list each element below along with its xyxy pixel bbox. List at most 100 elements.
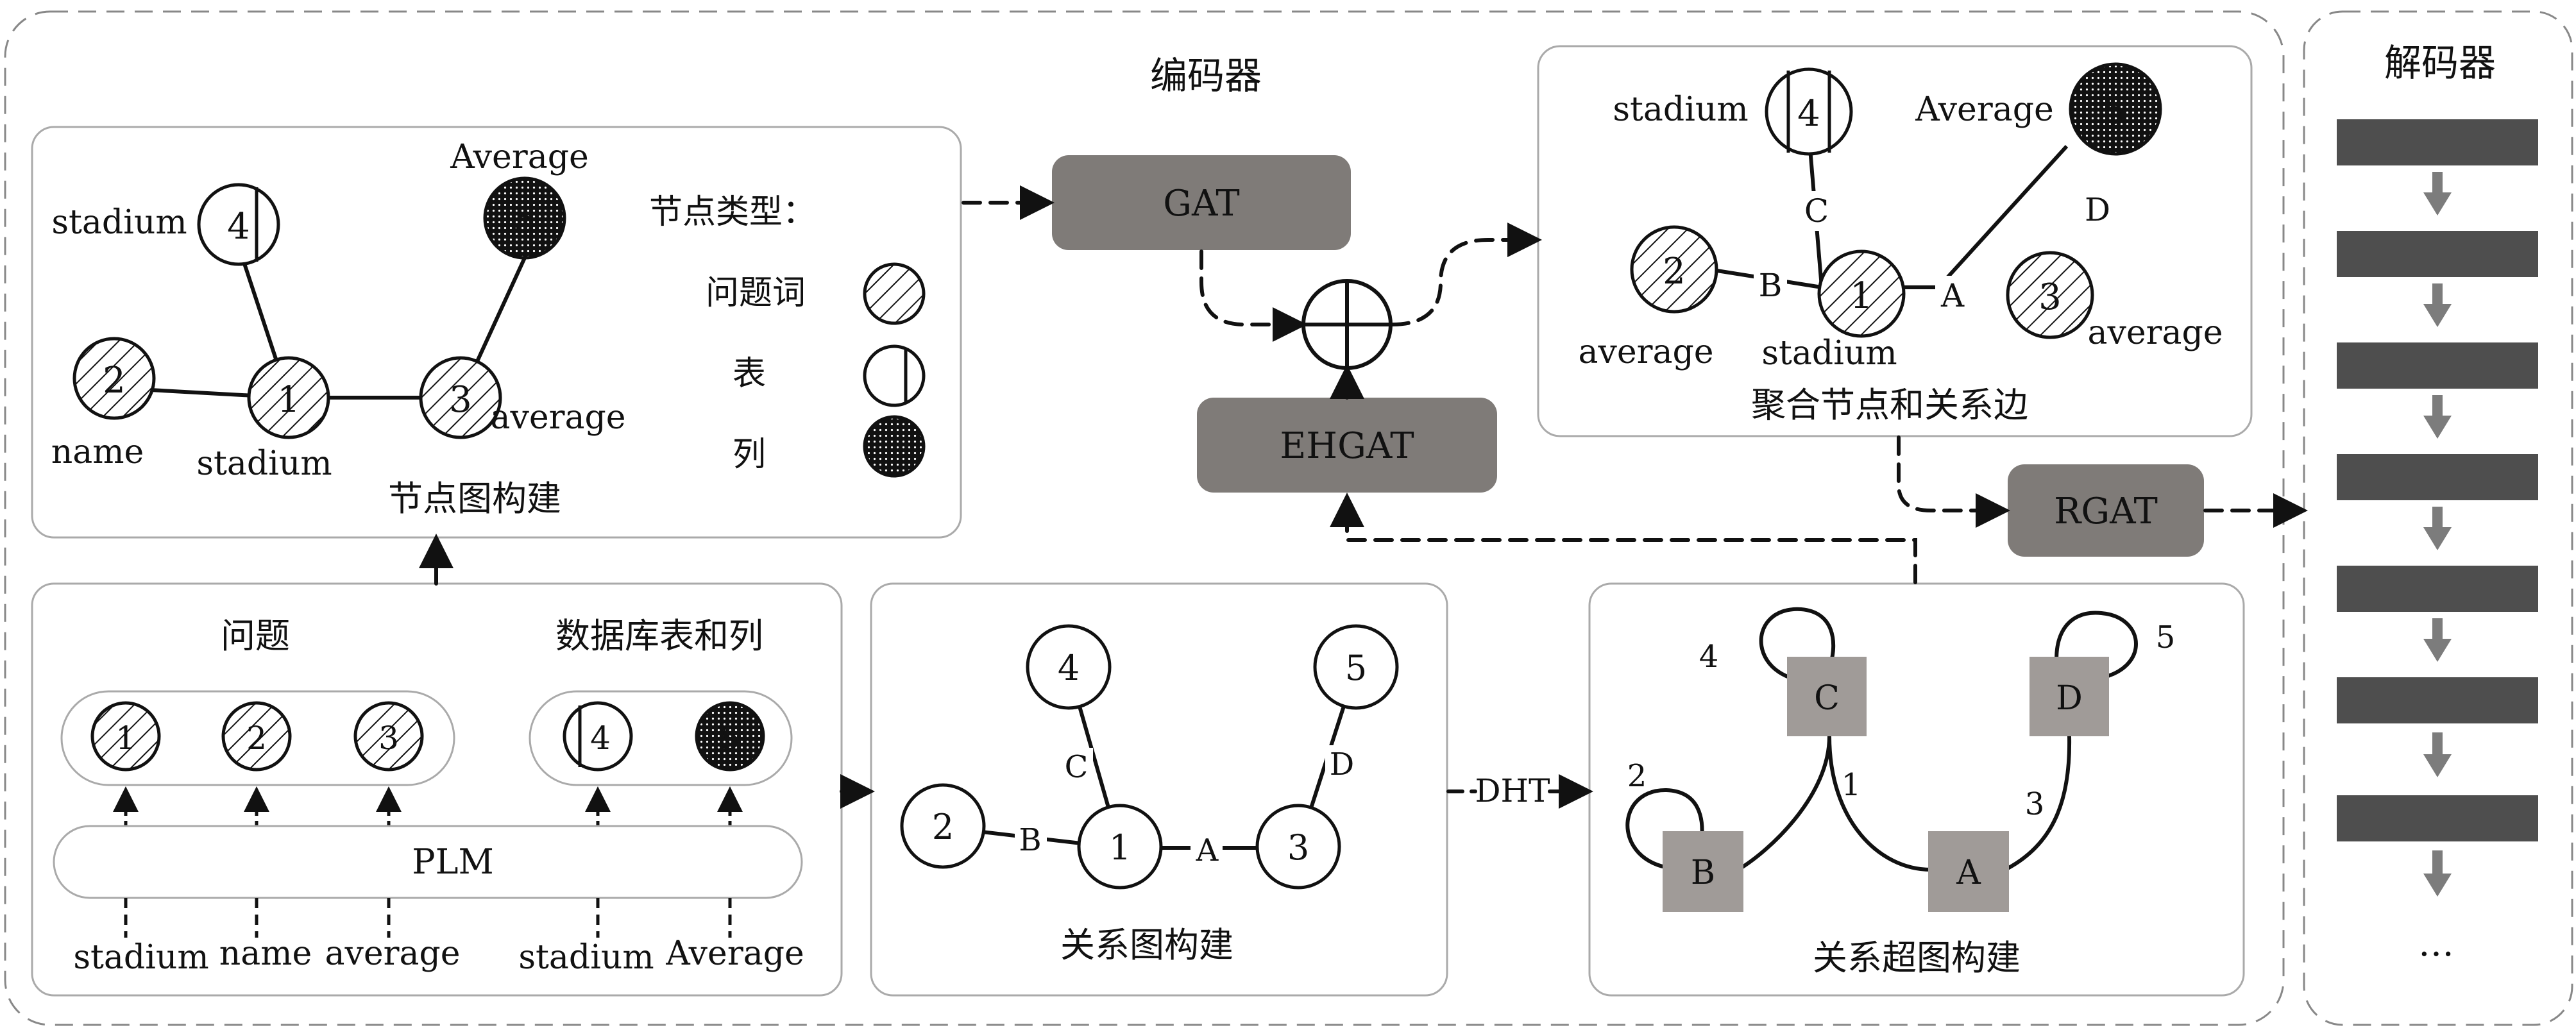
svg-text:D: D xyxy=(2056,679,2083,718)
agg-node-1: 1 xyxy=(1817,249,1906,338)
svg-text:A: A xyxy=(1956,854,1981,892)
svg-text:2: 2 xyxy=(932,807,954,847)
hyper-number-1: 1 xyxy=(1842,767,1861,803)
svg-text:1: 1 xyxy=(1850,275,1873,317)
relation-graph-panel: 1 2 3 4 5 B A C D 关系图构建 xyxy=(870,582,1448,997)
node-graph-node-3: 3 xyxy=(419,356,502,439)
svg-text:1: 1 xyxy=(1109,827,1131,868)
agg-edge-d: D xyxy=(2085,191,2110,228)
hyper-number-2: 2 xyxy=(1627,758,1647,794)
input-q-node-3: 3 xyxy=(353,701,424,772)
relation-edge-d: D xyxy=(1330,747,1354,782)
relation-edge-c: C xyxy=(1065,749,1089,785)
hyper-box-c: C xyxy=(1787,657,1867,736)
agg-edge-b: B xyxy=(1759,267,1783,304)
svg-text:3: 3 xyxy=(2038,276,2062,318)
hyper-box-a: A xyxy=(1928,831,2009,912)
agg-label-3: average xyxy=(2087,314,2223,352)
relation-node-2: 2 xyxy=(900,783,986,869)
relation-edge-a: A xyxy=(1196,832,1219,868)
down-arrow-icon xyxy=(2423,850,2452,897)
token-1: stadium xyxy=(73,938,208,977)
node-graph-panel: 1 2 3 4 5 stadium name average stadium A… xyxy=(31,126,962,539)
svg-text:4: 4 xyxy=(227,206,250,248)
legend-question-word: 问题词 xyxy=(706,274,806,312)
aggregate-caption: 聚合节点和关系边 xyxy=(1751,385,2028,425)
svg-text:1: 1 xyxy=(115,720,136,757)
decoder-layer xyxy=(2337,231,2538,277)
down-arrow-icon xyxy=(2423,732,2452,777)
down-arrow-icon xyxy=(2423,283,2452,327)
agg-label-4: stadium xyxy=(1613,90,1748,129)
svg-text:RGAT: RGAT xyxy=(2054,491,2158,532)
decoder-layer xyxy=(2337,677,2538,723)
relation-graph-caption: 关系图构建 xyxy=(1060,925,1233,965)
input-db-node-5: 5 xyxy=(695,701,765,772)
decoder-layer xyxy=(2337,566,2538,612)
down-arrow-icon xyxy=(2423,507,2452,550)
hypergraph-caption: 关系超图构建 xyxy=(1813,938,2021,978)
svg-text:B: B xyxy=(1691,854,1715,892)
legend-column: 列 xyxy=(733,435,766,474)
node-graph-node-5: 5 xyxy=(483,176,566,260)
svg-text:3: 3 xyxy=(449,379,472,421)
question-title: 问题 xyxy=(221,616,290,656)
node-graph-node-4: 4 xyxy=(197,183,280,266)
rgat-module: RGAT xyxy=(2008,464,2204,557)
token-3: average xyxy=(325,934,460,973)
svg-text:3: 3 xyxy=(1287,827,1309,868)
arrow-hypergraph-to-ehgat xyxy=(1330,493,1917,584)
decoder-layer xyxy=(2337,795,2538,841)
agg-label-5: Average xyxy=(1915,90,2054,129)
plm-label: PLM xyxy=(412,841,494,882)
svg-text:5: 5 xyxy=(513,199,536,241)
encoder-title: 编码器 xyxy=(1150,54,1262,97)
legend-split-circle xyxy=(863,344,926,407)
svg-text:EHGAT: EHGAT xyxy=(1280,425,1414,467)
node-graph-label-4: stadium xyxy=(51,203,187,242)
decoder-layer xyxy=(2337,342,2538,389)
db-title: 数据库表和列 xyxy=(555,616,763,656)
agg-node-4: 4 xyxy=(1765,67,1853,156)
arrow-aggregate-to-rgat xyxy=(1897,435,2010,528)
agg-node-5: 5 xyxy=(2069,62,2162,156)
agg-label-1: stadium xyxy=(1761,334,1897,373)
svg-text:2: 2 xyxy=(1663,251,1686,292)
dht-label: DHT xyxy=(1475,772,1550,809)
svg-text:5: 5 xyxy=(2104,90,2127,132)
ehgat-module: EHGAT xyxy=(1197,398,1497,493)
gat-module: GAT xyxy=(1052,155,1351,250)
node-graph-caption: 节点图构建 xyxy=(388,478,561,519)
node-graph-label-1: stadium xyxy=(196,444,332,483)
legend-hatched-circle xyxy=(863,262,926,325)
svg-text:C: C xyxy=(1814,679,1840,718)
hyper-number-4: 4 xyxy=(1699,639,1719,675)
node-graph-node-1: 1 xyxy=(247,356,330,439)
relation-node-5: 5 xyxy=(1313,624,1399,710)
decoder-stack: … xyxy=(2337,119,2538,965)
agg-label-2: average xyxy=(1578,333,1713,371)
legend-table: 表 xyxy=(733,355,766,393)
svg-text:3: 3 xyxy=(378,720,399,757)
agg-edge-c: C xyxy=(1804,192,1829,230)
svg-text:1: 1 xyxy=(277,379,300,421)
hyper-box-b: B xyxy=(1663,831,1743,912)
arrow-sum-to-aggregate xyxy=(1390,223,1542,326)
down-arrow-icon xyxy=(2423,618,2452,662)
hyper-number-5: 5 xyxy=(2156,620,2176,655)
legend-dotted-circle xyxy=(863,415,926,478)
svg-text:5: 5 xyxy=(720,720,740,757)
node-type-legend-title: 节点类型： xyxy=(649,193,816,232)
down-arrow-icon xyxy=(2423,395,2452,439)
decoder-layer xyxy=(2337,454,2538,500)
input-panel: 问题 数据库表和列 1 2 3 4 5 PLM stadium name ave… xyxy=(31,582,843,997)
hyper-box-d: D xyxy=(2029,657,2109,736)
relation-node-3: 3 xyxy=(1255,804,1341,890)
plm-bar xyxy=(53,825,803,899)
agg-node-2: 2 xyxy=(1630,225,1718,314)
decoder-layer xyxy=(2337,119,2538,165)
svg-text:GAT: GAT xyxy=(1163,183,1239,224)
node-graph-label-3: average xyxy=(490,398,625,437)
token-2: name xyxy=(219,934,312,973)
